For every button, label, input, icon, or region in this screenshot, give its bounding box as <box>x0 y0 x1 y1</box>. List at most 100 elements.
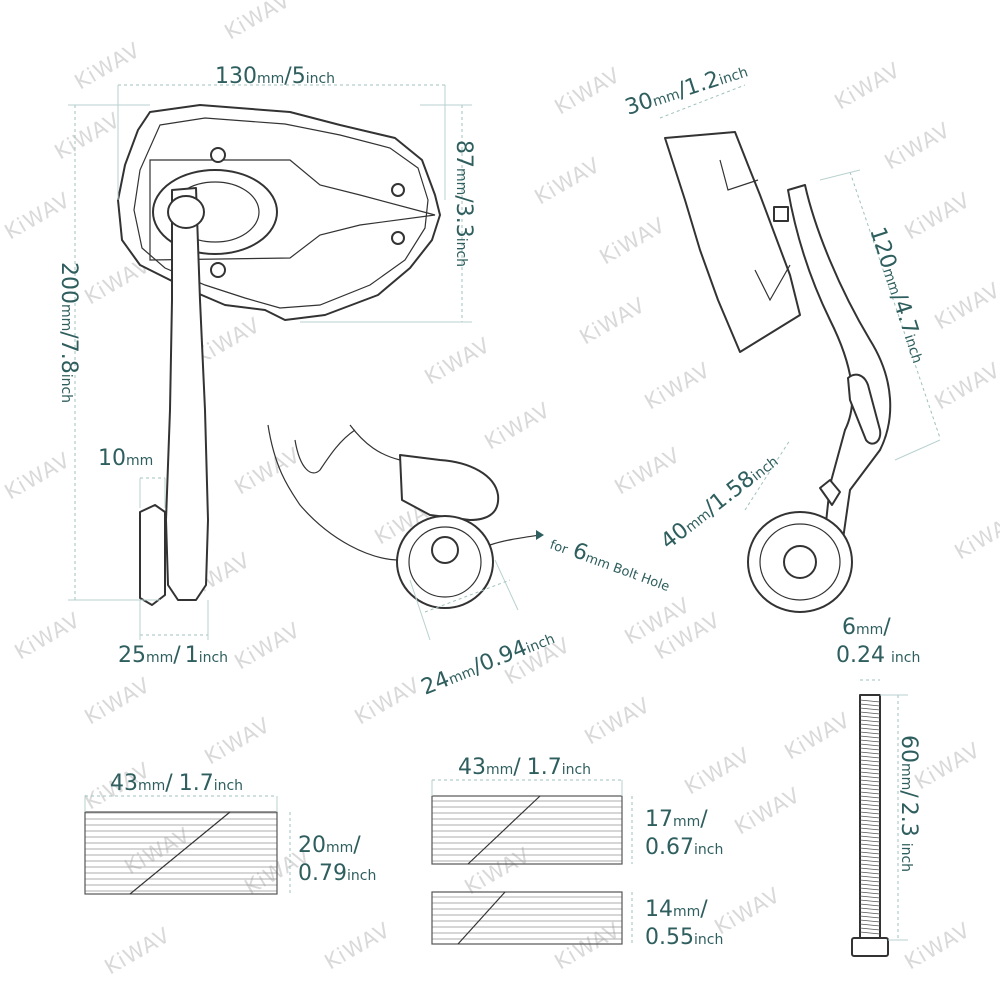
clamp-arm-stub-inner <box>294 429 356 474</box>
clamp-bolt-hole <box>431 536 459 564</box>
side-bolt-hole <box>783 545 817 579</box>
side-arm <box>787 184 892 561</box>
watermark: KiWAV <box>81 673 155 730</box>
bolt-hole-arrowhead <box>536 530 544 540</box>
watermark: KiWAV <box>71 38 145 95</box>
bolt-drawing <box>851 679 908 957</box>
side-view-mirror <box>664 131 892 613</box>
shim-3 <box>431 891 633 945</box>
label-arm-thickness: 10mm <box>98 446 153 471</box>
watermark: KiWAV <box>201 713 275 770</box>
bolt-thread-line <box>859 719 881 723</box>
watermark: KiWAV <box>951 508 1000 565</box>
watermark: KiWAV <box>551 63 625 120</box>
watermark: KiWAV <box>351 673 425 730</box>
bolt-thread-line <box>859 767 881 771</box>
watermark: KiWAV <box>321 918 395 975</box>
label-shim3-height-line2: 0.55inch <box>645 925 723 950</box>
label-shim1-height-line1: 20mm/ <box>298 833 361 858</box>
bolt-thread-line <box>859 811 881 815</box>
bolt-thread-line <box>859 923 881 927</box>
bolt-thread-line <box>859 915 881 919</box>
watermark: KiWAV <box>881 118 955 175</box>
watermark: KiWAV <box>531 153 605 210</box>
bolt-thread-line <box>859 887 881 891</box>
watermark: KiWAV <box>641 358 715 415</box>
watermark: KiWAV <box>576 293 650 350</box>
bolt-thread-line <box>859 747 881 751</box>
label-base-width: 40mm/1.58inch <box>656 448 783 555</box>
bolt-thread-line <box>859 763 881 767</box>
shim-1-diagonal <box>129 811 231 895</box>
bolt-thread-line <box>859 855 881 859</box>
bolt-thread-line <box>859 831 881 835</box>
watermark: KiWAV <box>1 448 75 505</box>
label-total-length: 200mm/7.8inch <box>56 262 81 403</box>
mirror-inner-edge <box>133 117 429 309</box>
bolt-thread-line <box>859 895 881 899</box>
shim-3-body <box>431 891 623 945</box>
shim-2-body <box>431 795 623 865</box>
mirror-side-body <box>664 131 801 353</box>
bolt-thread-line <box>859 815 881 819</box>
watermark: KiWAV <box>101 923 175 980</box>
side-clamp-ring-inner <box>759 523 841 601</box>
bolt-thread-line <box>859 711 881 715</box>
screw-top-left <box>210 147 226 163</box>
bolt-thread-line <box>859 835 881 839</box>
watermark: KiWAV <box>731 783 805 840</box>
mirror-side-notch-top <box>719 159 759 191</box>
mirror-side-notch-bottom <box>754 264 791 302</box>
bolt-thread-line <box>859 839 881 843</box>
bolt-thread-line <box>859 787 881 791</box>
watermark: KiWAV <box>581 693 655 750</box>
label-mirror-depth: 30mm/1.2inch <box>622 58 751 121</box>
bolt-thread-line <box>859 791 881 795</box>
label-mirror-width: 130mm/5inch <box>215 64 335 89</box>
side-view-dimensions <box>659 84 941 511</box>
watermark: KiWAV <box>421 333 495 390</box>
label-shim2-height-line1: 17mm/ <box>645 807 708 832</box>
bolt-thread-line <box>859 699 881 703</box>
bolt-thread-line <box>859 723 881 727</box>
screw-top-right <box>391 183 405 197</box>
bolt-head <box>851 937 889 957</box>
bolt-thread-line <box>859 871 881 875</box>
bolt-thread-line <box>859 907 881 911</box>
watermark: KiWAV <box>831 58 905 115</box>
watermark: KiWAV <box>11 608 85 665</box>
bolt-threads <box>859 699 881 935</box>
clamp-arm-stub-top <box>349 424 401 461</box>
bolt-thread-line <box>859 743 881 747</box>
front-view-dimensions <box>68 84 472 640</box>
watermark: KiWAV <box>781 708 855 765</box>
bolt-thread-line <box>859 903 881 907</box>
bolt-thread-line <box>859 867 881 871</box>
bolt-thread-line <box>859 823 881 827</box>
label-shim2-width: 43mm/1.7inch <box>458 755 591 780</box>
bolt-thread-line <box>859 891 881 895</box>
bolt-thread-line <box>859 847 881 851</box>
bolt-thread-line <box>859 715 881 719</box>
label-mirror-height: 87mm/3.3inch <box>451 140 476 267</box>
bolt-thread-line <box>859 803 881 807</box>
bolt-thread-line <box>859 775 881 779</box>
bolt-thread-line <box>859 899 881 903</box>
mirror-center-ridge <box>149 159 436 261</box>
bolt-thread-line <box>859 859 881 863</box>
bolt-thread-line <box>859 795 881 799</box>
clamp-collar <box>399 454 500 521</box>
bolt-thread-line <box>859 927 881 931</box>
shim-1 <box>84 795 291 895</box>
label-bolt-hole: for6mmBolt Hole <box>547 530 674 597</box>
screw-bottom-left <box>210 262 226 278</box>
watermark: KiWAV <box>681 743 755 800</box>
mirror-arm-front <box>165 187 209 601</box>
mirror-side-pin <box>773 206 789 222</box>
arm-end-cap <box>139 504 166 606</box>
bolt-thread-line <box>859 735 881 739</box>
watermark: KiWAV <box>481 398 555 455</box>
watermark: KiWAV <box>221 0 295 44</box>
